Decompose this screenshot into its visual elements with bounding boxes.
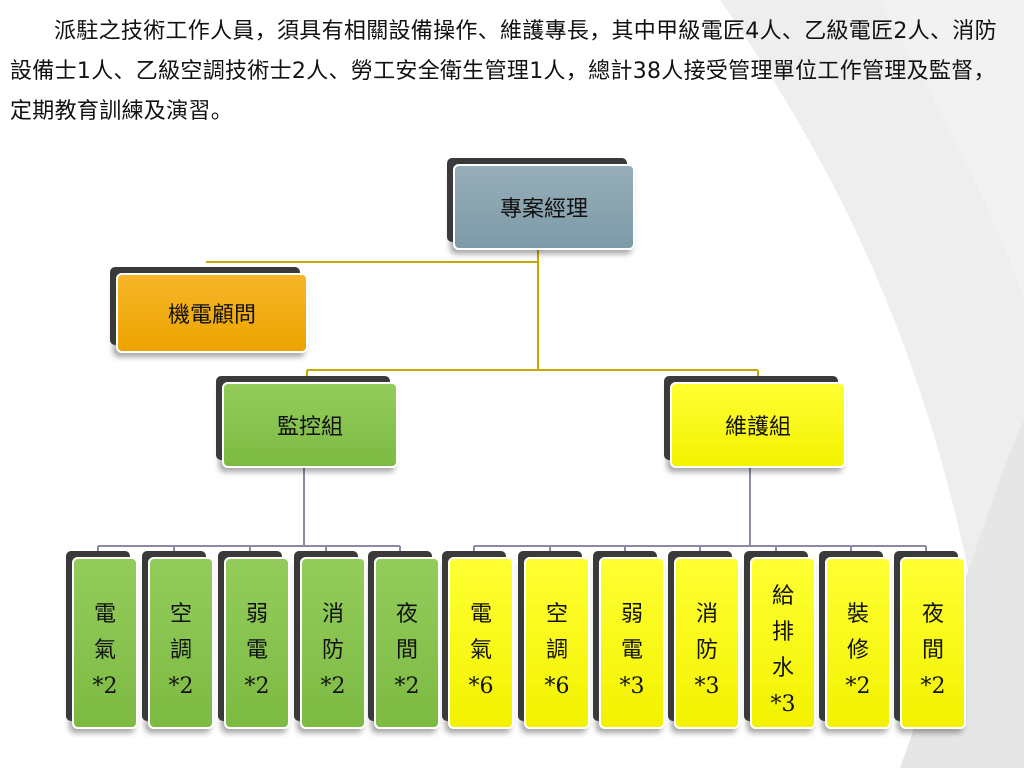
node-label: 監控組 bbox=[276, 415, 343, 440]
leaf-maint-hvac: 空 調 *6 bbox=[524, 557, 590, 729]
leaf-monitor-low-voltage: 弱 電 *2 bbox=[224, 557, 290, 729]
node-label: 機電顧問 bbox=[167, 303, 256, 328]
leaf-monitor-electrical: 電 氣 *2 bbox=[72, 557, 138, 729]
leaf-maint-plumbing: 給 排 水 *3 bbox=[750, 557, 816, 729]
node-me-consultant: 機電顧問 bbox=[116, 273, 308, 353]
intro-paragraph: 派駐之技術工作人員，須具有相關設備操作、維護專長，其中甲級電匠4人、乙級電匠2人… bbox=[10, 19, 997, 124]
leaf-maint-fire: 消 防 *3 bbox=[674, 557, 740, 729]
leaf-monitor-hvac: 空 調 *2 bbox=[148, 557, 214, 729]
leaf-maint-electrical: 電 氣 *6 bbox=[448, 557, 514, 729]
node-maintenance-group: 維護組 bbox=[670, 382, 846, 468]
leaf-maint-renovation: 裝 修 *2 bbox=[825, 557, 891, 729]
leaf-monitor-night: 夜 間 *2 bbox=[374, 557, 440, 729]
node-label: 專案經理 bbox=[499, 197, 588, 222]
leaf-monitor-fire: 消 防 *2 bbox=[300, 557, 366, 729]
node-label: 維護組 bbox=[724, 415, 791, 440]
node-project-manager: 專案經理 bbox=[453, 164, 635, 250]
leaf-maint-low-voltage: 弱 電 *3 bbox=[599, 557, 665, 729]
leaf-maint-night: 夜 間 *2 bbox=[900, 557, 966, 729]
node-monitoring-group: 監控組 bbox=[222, 382, 398, 468]
